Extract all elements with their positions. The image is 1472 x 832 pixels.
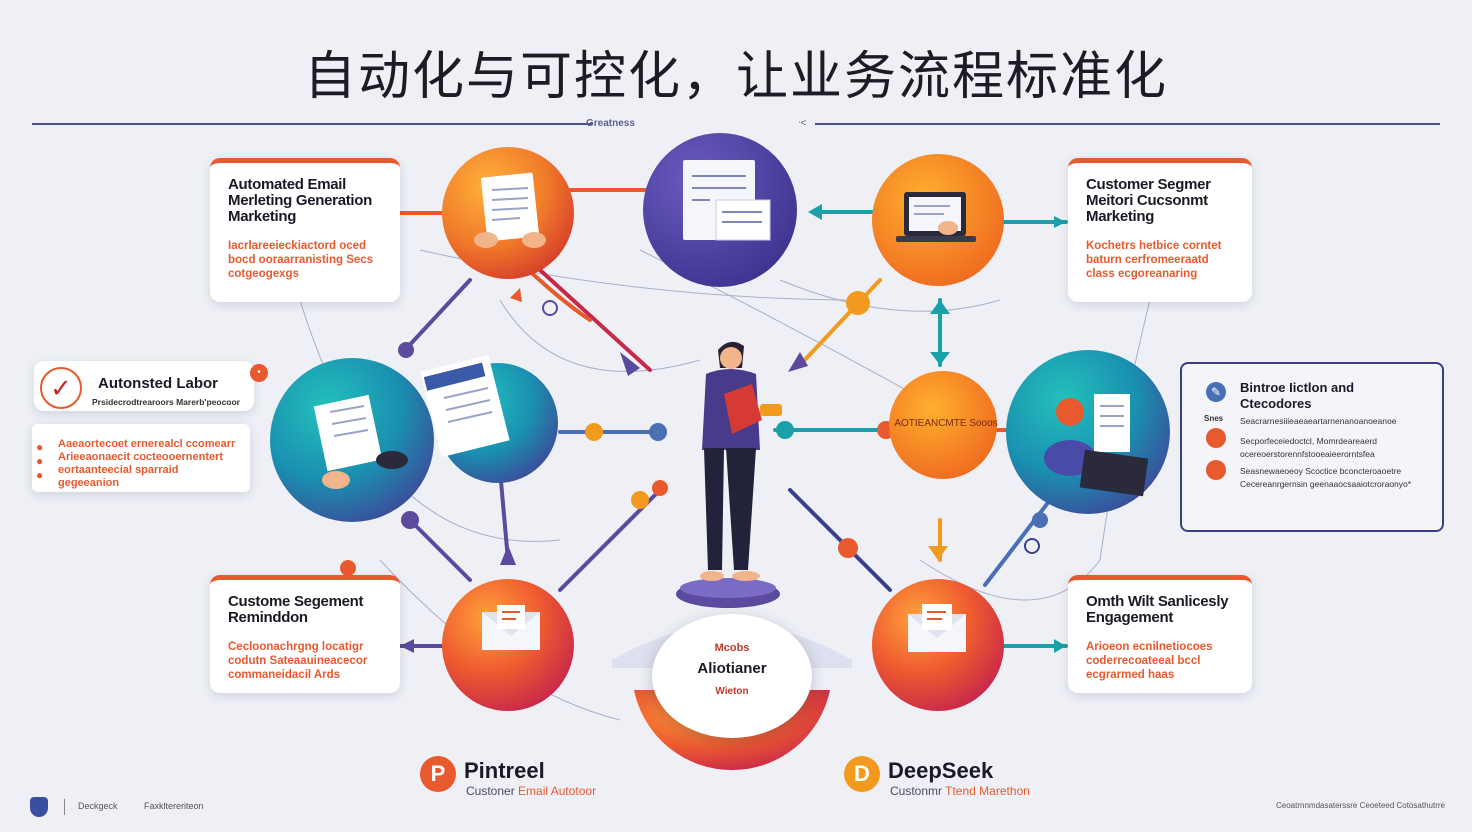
page-title: 自动化与可控化，让业务流程标准化 <box>303 47 1168 107</box>
card-title: Omth Wilt Sanlicesly Engagement <box>1086 593 1229 626</box>
title-divider-left <box>32 123 592 125</box>
title-divider-right <box>815 123 1440 125</box>
envelope-icon <box>482 605 540 650</box>
card-title: Custome Segement Reminddon <box>228 593 364 626</box>
email-document-icon <box>474 172 546 248</box>
card-body: Kochetrs hetbice corntet baturn cerfrome… <box>1086 240 1222 280</box>
brand-pintreel-subtitle: Custoner Email Autotoor <box>466 784 597 798</box>
pintreel-logo-icon: P <box>420 756 456 792</box>
notification-badge-icon: • <box>250 364 268 382</box>
labor-body: Aaeaortecoet ernerealcl ccomearr Arieeao… <box>32 424 250 492</box>
labor-title: Autonsted Labor <box>98 375 218 392</box>
divider-label: Greatness <box>586 118 635 129</box>
brand-deepseek: DeepSeek <box>888 758 994 783</box>
card-email-marketing[interactable]: Automated Email Merleting Generation Mar… <box>210 158 400 302</box>
right-panel-title: Bintroe Iictlon and Ctecodores <box>1240 380 1355 411</box>
right-panel-line: Seacrarnesiiieaeaeartarnenanoanoeanoe <box>1240 416 1397 426</box>
card-body: Iacrlareeieckiactord oced bocd ooraarran… <box>228 240 374 280</box>
pen-icon: ✎ <box>1206 382 1226 402</box>
brand-pintreel: Pintreel <box>464 758 545 783</box>
center-main-label: Aliotianer <box>697 660 767 677</box>
center-bottom-label: Wieton <box>715 686 749 697</box>
automation-node-label: AOTIEANCMTE Sooos <box>894 418 998 429</box>
footer-left-a: Deckgeck <box>78 801 118 811</box>
bullet-icons: ●●● <box>36 440 44 482</box>
footer-divider <box>64 799 65 815</box>
node-agent <box>1006 350 1170 514</box>
center-automation-disc[interactable]: Mcobs Aliotianer Wieton <box>652 614 812 738</box>
card-body: Cecloonachrgng locatigr codutn Sateaauin… <box>228 641 368 681</box>
card-title: Customer Segmer Meitori Cucsonmt Marketi… <box>1086 176 1211 225</box>
right-panel-line: ocereoerstorennfstooeaieerorntsfea <box>1240 449 1375 459</box>
right-panel-line: Secporfeceiedoctcl, Momrdeareaerd <box>1240 436 1378 446</box>
papers-in-hand-icon <box>313 354 510 489</box>
deepseek-logo-icon: D <box>844 756 880 792</box>
person-figure <box>700 341 782 581</box>
checkmark-icon: ✓ <box>40 367 82 409</box>
card-customer-segment-marketing[interactable]: Customer Segmer Meitori Cucsonmt Marketi… <box>1068 158 1252 302</box>
node-automation <box>889 371 997 479</box>
footer-left-b: Faxkltereriteon <box>144 801 204 811</box>
agent-at-desk-icon <box>1044 394 1149 497</box>
laptop-icon <box>896 192 976 242</box>
right-panel-tag: Snes <box>1204 414 1224 423</box>
card-segment-reminder[interactable]: Custome Segement Reminddon Cecloonachrgn… <box>210 575 400 693</box>
bullet-icon <box>1206 460 1226 480</box>
envelope-open-icon <box>908 604 966 652</box>
right-panel-line: Cecereanrgernsin geenaaocsaaiotcroraonyo… <box>1240 479 1412 489</box>
right-panel-line: Seasnewaeoeoy Scoctice bconcteroaoetre <box>1240 466 1402 476</box>
center-top-label: Mcobs <box>714 642 750 654</box>
card-engagement[interactable]: Omth Wilt Sanlicesly Engagement Arioeon … <box>1068 575 1252 693</box>
documents-stack-icon <box>683 160 771 241</box>
shield-icon <box>30 797 48 817</box>
bullet-icon <box>1206 428 1226 448</box>
card-body: Arioeon ecnilnetiocoes coderrecoateeal b… <box>1086 641 1213 681</box>
automated-labor-header[interactable]: ✓ Autonsted Labor Prsidecrodtrearoors Ma… <box>34 361 254 411</box>
brand-deepseek-subtitle: Custonmr Ttend Marethon <box>890 784 1030 798</box>
divider-mark: ᐧ< <box>798 118 807 129</box>
labor-subtitle: Prsidecrodtrearoors Marerb'peocoor <box>92 397 240 407</box>
card-title: Automated Email Merleting Generation Mar… <box>228 176 373 225</box>
footer-right: Ceoatrnnmdasaterssre Ceoeteed Cotosathut… <box>1276 801 1445 810</box>
